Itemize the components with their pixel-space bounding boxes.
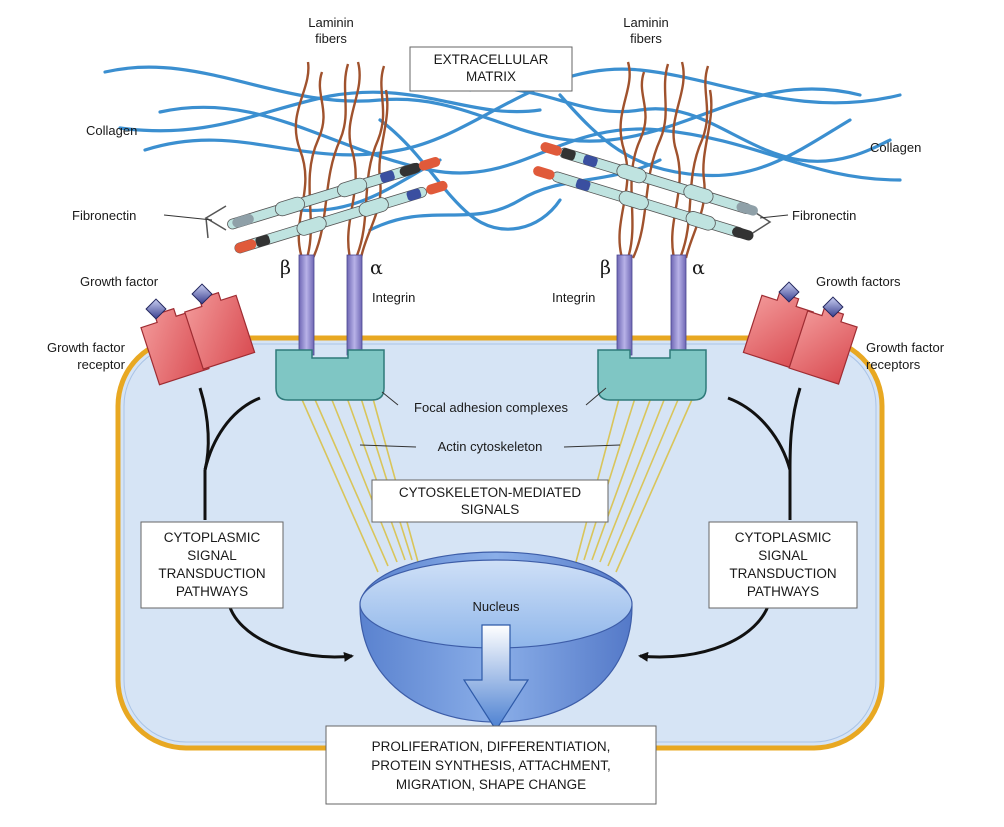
cytoskeleton-signals-line1: CYTOSKELETON-MEDIATED — [399, 485, 582, 500]
ecm-label-line2: MATRIX — [466, 69, 516, 84]
gf-receptors-label-right-line2: receptors — [866, 357, 921, 372]
cytoplasmic-left-line3: TRANSDUCTION — [158, 566, 265, 581]
cytoplasmic-left-line1: CYTOPLASMIC — [164, 530, 261, 545]
integrin-left — [298, 254, 363, 356]
ecm-label-line1: EXTRACELLULAR — [434, 52, 549, 67]
growth-factor-left — [145, 298, 167, 320]
outcome-box — [325, 725, 657, 805]
alpha-label-right: α — [692, 257, 705, 279]
collagen-label-right: Collagen — [870, 140, 921, 155]
focal-adhesion-label: Focal adhesion complexes — [414, 400, 568, 415]
cytoplasmic-left-line4: PATHWAYS — [176, 584, 248, 599]
nucleus-label: Nucleus — [473, 599, 520, 614]
focal-adhesion-right — [597, 349, 707, 401]
outcome-line1: PROLIFERATION, DIFFERENTIATION, — [372, 739, 611, 754]
growth-factor-right — [778, 281, 800, 303]
growth-factor-receptor-left — [140, 283, 256, 386]
cytoplasmic-box-right — [708, 521, 858, 609]
beta-label-right: β — [600, 257, 611, 279]
fibronectin-label-right: Fibronectin — [792, 208, 856, 223]
actin-label: Actin cytoskeleton — [438, 439, 543, 454]
outcome-line2: PROTEIN SYNTHESIS, ATTACHMENT, — [371, 758, 611, 773]
growth-factor-left-2 — [191, 283, 213, 305]
growth-factors-label-right: Growth factors — [816, 274, 901, 289]
integrin-right — [616, 254, 687, 356]
growth-factor-receptor-right — [742, 281, 858, 385]
cytoplasmic-left-line2: SIGNAL — [187, 548, 237, 563]
laminin-fibers-right — [618, 61, 713, 259]
growth-factor-right-2 — [822, 296, 844, 318]
actin-cytoskeleton — [299, 394, 695, 573]
integrin-label-right: Integrin — [552, 290, 595, 305]
ecm-box — [409, 46, 573, 92]
cytoskeleton-signals-box — [371, 479, 609, 523]
laminin-label-left-line2: fibers — [315, 31, 347, 46]
collagen-label-left: Collagen — [86, 123, 137, 138]
cytoplasmic-right-line1: CYTOPLASMIC — [735, 530, 832, 545]
cytoplasmic-box-left — [140, 521, 284, 609]
fibronectin-label-left: Fibronectin — [72, 208, 136, 223]
signal-arrow-left — [198, 387, 354, 662]
growth-factor-label-left: Growth factor — [80, 274, 159, 289]
cytoskeleton-signals-line2: SIGNALS — [461, 502, 520, 517]
focal-adhesion-left — [275, 349, 385, 401]
laminin-label-left-line1: Laminin — [308, 15, 354, 30]
cytoplasmic-right-line3: TRANSDUCTION — [729, 566, 836, 581]
gf-receptor-label-left-line2: receptor — [77, 357, 125, 372]
integrin-label-left: Integrin — [372, 290, 415, 305]
signal-arrow-right — [638, 387, 802, 662]
cytoplasmic-right-line2: SIGNAL — [758, 548, 808, 563]
nucleus-output-arrow — [462, 624, 530, 732]
laminin-label-right-line2: fibers — [630, 31, 662, 46]
fibronectin-right — [533, 142, 772, 241]
gf-receptors-label-right-line1: Growth factor — [866, 340, 945, 355]
leader-lines — [163, 214, 789, 448]
outcome-line3: MIGRATION, SHAPE CHANGE — [396, 777, 586, 792]
beta-label-left: β — [280, 257, 291, 279]
gf-receptor-label-left-line1: Growth factor — [47, 340, 126, 355]
fibronectin-left — [204, 157, 448, 254]
cytoplasmic-right-line4: PATHWAYS — [747, 584, 819, 599]
collagen-fibers — [103, 65, 902, 232]
laminin-label-right-line1: Laminin — [623, 15, 669, 30]
alpha-label-left: α — [370, 257, 383, 279]
